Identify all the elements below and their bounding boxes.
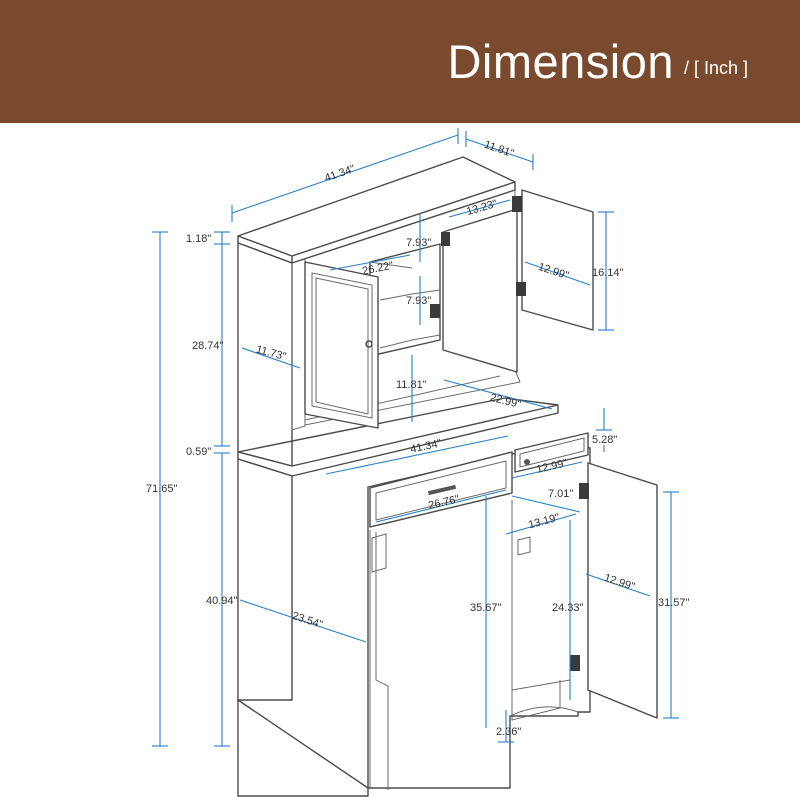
dim-counter-thickness: 0.59" bbox=[186, 446, 211, 458]
dim-top-width: 41.34" bbox=[323, 163, 357, 185]
dim-top-thickness: 1.18" bbox=[186, 233, 211, 245]
base-cabinet-outline bbox=[237, 432, 591, 797]
dim-total-height: 71.65" bbox=[146, 483, 178, 495]
dim-inner-shelf-height-2: 7.93" bbox=[406, 295, 431, 307]
lower-right-door bbox=[570, 462, 658, 719]
dim-inner-shelf-width: 26.22" bbox=[361, 260, 394, 278]
dim-open-space-height: 35.67" bbox=[470, 602, 502, 614]
header-banner: Dimension / [ Inch ] bbox=[0, 0, 800, 123]
dim-bottom-clearance: 2.36" bbox=[496, 726, 521, 738]
dim-cabinet-inner-height: 24.33" bbox=[552, 602, 584, 614]
dim-drawer-height: 5.28" bbox=[592, 434, 617, 446]
upper-right-door bbox=[512, 189, 594, 331]
dim-top-depth: 11.81" bbox=[482, 139, 515, 160]
upper-left-door bbox=[304, 261, 379, 429]
dim-hutch-height: 28.74" bbox=[192, 340, 224, 352]
page-title: Dimension bbox=[447, 35, 674, 88]
dim-base-height: 40.94" bbox=[206, 595, 238, 607]
unit-label: / [ Inch ] bbox=[684, 58, 749, 78]
dim-base-depth: 23.54" bbox=[291, 610, 325, 631]
dim-small-drawer-depth: 7.01" bbox=[548, 488, 573, 500]
dim-inner-shelf-height-1: 7.93" bbox=[406, 237, 431, 249]
upper-middle-door bbox=[430, 208, 518, 373]
dim-hutch-inner-width: 22.99" bbox=[489, 392, 522, 411]
dim-upper-door-height: 16.14" bbox=[592, 267, 624, 279]
dimension-drawing: 41.34" 11.81" 13.23" 1.18" 7.93" 7.93" 2… bbox=[146, 128, 690, 797]
dim-hutch-gap-height: 11.81" bbox=[396, 379, 427, 391]
dim-lower-door-height: 31.57" bbox=[658, 597, 690, 609]
dimension-lines bbox=[152, 128, 679, 747]
